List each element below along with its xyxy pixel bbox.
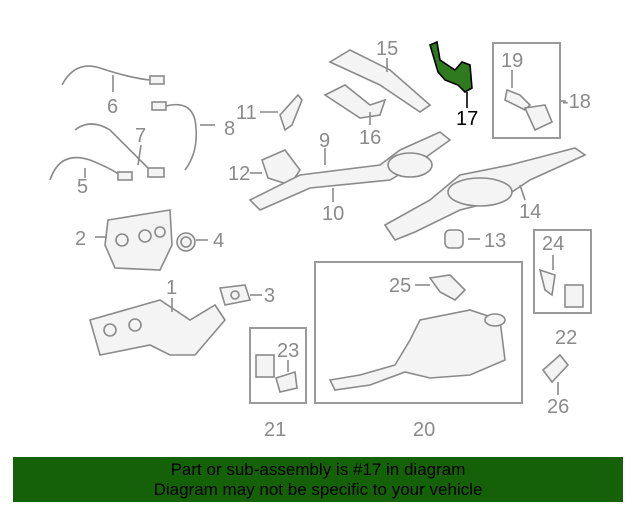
callout-19[interactable]: 19	[501, 50, 523, 72]
callout-26[interactable]: 26	[547, 396, 569, 418]
bracket-15[interactable]	[328, 49, 432, 113]
callout-15[interactable]: 15	[376, 38, 398, 60]
rear-muffler-20[interactable]	[328, 309, 506, 391]
tailpipe-tip-26[interactable]	[541, 353, 570, 395]
callout-6[interactable]: 6	[107, 96, 118, 118]
front-pipe-9[interactable]	[248, 131, 452, 211]
oxygen-sensor-7[interactable]	[74, 123, 165, 178]
callout-10[interactable]: 10	[322, 203, 344, 225]
oxygen-sensor-8[interactable]	[151, 101, 215, 171]
oxygen-sensor-5[interactable]	[49, 156, 133, 181]
callout-11[interactable]: 11	[236, 102, 257, 124]
bracket-25[interactable]	[415, 274, 467, 301]
exhaust-manifold-2[interactable]	[95, 209, 173, 271]
callout-17-selected[interactable]: 17	[456, 108, 478, 130]
bracket-17-highlighted[interactable]	[429, 40, 473, 108]
banner-line-disclaimer: Diagram may not be specific to your vehi…	[153, 480, 483, 499]
callout-4[interactable]: 4	[213, 230, 224, 252]
callout-2[interactable]: 2	[75, 228, 86, 250]
group-box-18	[492, 42, 561, 139]
callout-25[interactable]: 25	[389, 275, 411, 297]
info-banner: Part or sub-assembly is #17 in diagram D…	[13, 457, 623, 502]
callout-20[interactable]: 20	[413, 419, 435, 441]
catalytic-manifold-1[interactable]	[89, 298, 227, 356]
callout-5[interactable]: 5	[77, 176, 88, 198]
hanger-23[interactable]	[255, 354, 298, 393]
callout-9[interactable]: 9	[319, 130, 330, 152]
callout-22[interactable]: 22	[555, 327, 577, 349]
hanger-19[interactable]	[504, 70, 554, 132]
callout-8[interactable]: 8	[224, 118, 235, 140]
callout-1[interactable]: 1	[166, 277, 177, 299]
center-muffler-14[interactable]	[383, 147, 587, 241]
callout-18[interactable]: -18	[562, 91, 591, 113]
callout-12[interactable]: 12	[228, 163, 250, 185]
group-box-21	[249, 327, 307, 404]
callout-7[interactable]: 7	[135, 125, 146, 147]
callout-13[interactable]: 13	[484, 230, 506, 252]
callout-3[interactable]: 3	[264, 285, 275, 307]
callout-21[interactable]: 21	[264, 419, 286, 441]
bracket-16[interactable]	[323, 84, 387, 125]
hanger-13[interactable]	[444, 229, 480, 249]
oxygen-sensor-6[interactable]	[61, 65, 165, 92]
callout-16[interactable]: 16	[359, 127, 381, 149]
callout-14[interactable]: 14	[519, 201, 541, 223]
callout-24[interactable]: 24	[542, 233, 564, 255]
group-box-22	[533, 229, 592, 314]
banner-line-part: Part or sub-assembly is #17 in diagram	[170, 460, 466, 479]
hanger-24[interactable]	[538, 255, 584, 308]
callout-labels: 1 2 3 4 5 6 7 8 9 10 11 12 13 14 15 16 1…	[75, 38, 591, 441]
bracket-11[interactable]	[260, 93, 303, 132]
gasket-4[interactable]	[176, 232, 208, 252]
gasket-3[interactable]	[218, 284, 262, 306]
callout-23[interactable]: 23	[277, 340, 299, 362]
group-box-20	[314, 261, 523, 404]
